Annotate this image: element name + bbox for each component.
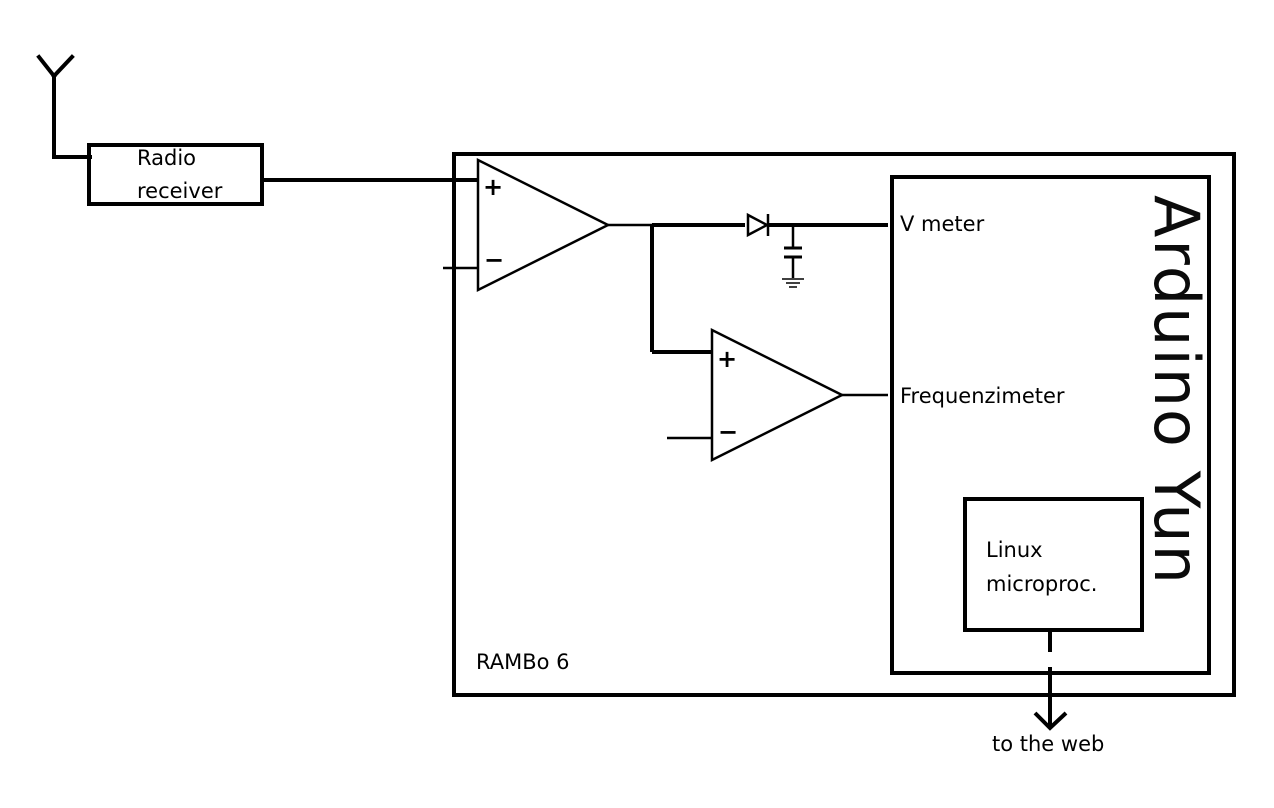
radio-receiver-label-line1: Radio (137, 146, 196, 170)
radio-receiver-label-line2: receiver (137, 179, 223, 203)
ground-icon (782, 278, 804, 288)
web-connection-arrow-icon (1033, 632, 1068, 731)
op-amp-2-icon: + − (667, 327, 845, 463)
antenna-icon (36, 54, 92, 159)
op-amp-2-minus: − (718, 418, 738, 446)
rambo-6-label: RAMBo 6 (476, 650, 570, 674)
op-amp-1-plus: + (483, 173, 503, 201)
frequency-meter-label: Frequenzimeter (900, 384, 1065, 408)
to-the-web-label: to the web (992, 732, 1104, 756)
arduino-yun-block: V meter Frequenzimeter Arduino Yun (890, 175, 1213, 675)
linux-label-line2: microproc. (986, 572, 1097, 596)
amp-output-wiring (608, 223, 745, 354)
v-meter-label: V meter (900, 212, 985, 236)
rambo-6-block: RAMBo 6 (452, 152, 1236, 697)
radio-receiver-block: Radio receiver (87, 143, 264, 206)
op-amp-1-minus: − (484, 246, 504, 274)
linux-microprocessor-block: Linux microproc. (963, 497, 1144, 632)
arduino-yun-label: Arduino Yun (1140, 195, 1213, 586)
capacitor-icon (784, 225, 802, 278)
op-amp-2-plus: + (717, 345, 737, 373)
op-amp-1-icon: + − (443, 157, 611, 293)
linux-label-line1: Linux (986, 538, 1043, 562)
diode-icon (746, 212, 770, 238)
